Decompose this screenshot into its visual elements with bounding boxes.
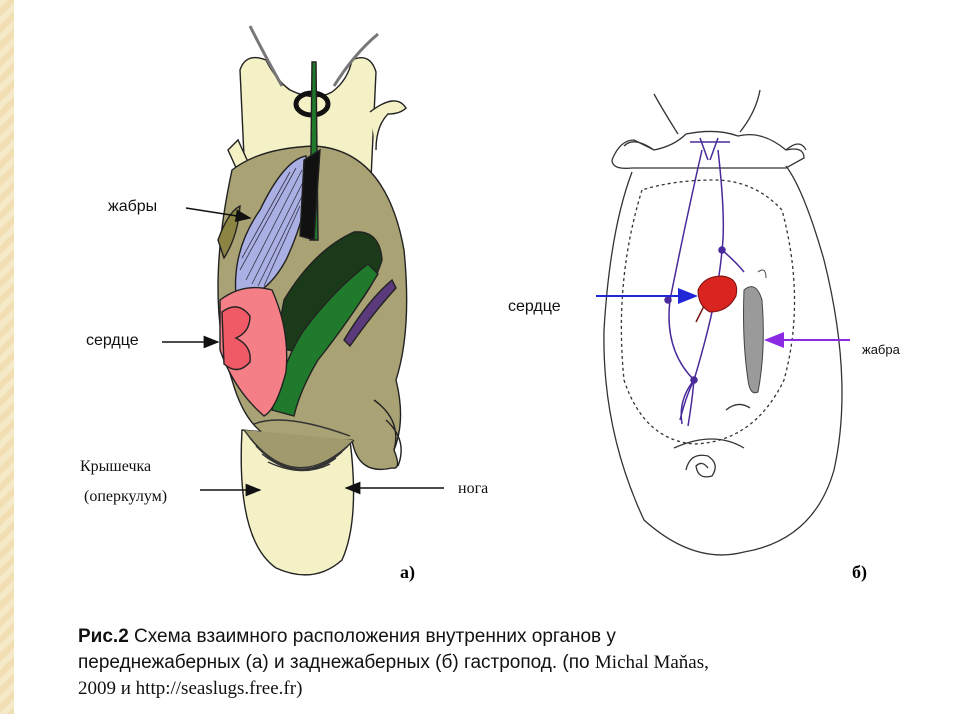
label-gills: жабры [108,198,157,216]
slug-figure-b [604,90,842,555]
caption-line1: Схема взаимного расположения внутренних … [129,626,616,647]
slug-head [612,131,804,168]
tentacle-curl [370,101,406,150]
slide: жабры сердце Крышечка (оперкулум) нога а… [14,0,963,714]
visceral-dashed [621,180,794,444]
label-foot: нога [458,474,488,504]
caption-line2: переднежаберных (а) и заднежаберных (б) … [78,652,595,673]
rhinophore-left [654,94,678,134]
shell-spiral [686,455,715,477]
rhinophore-right [740,90,760,132]
diagram-canvas [14,0,963,714]
label-heart-b: сердце [508,298,561,316]
label-operculum-1: Крышечка [80,452,151,482]
panel-label-a: а) [400,562,415,583]
label-heart-a: сердце [86,332,139,350]
caption-author: Michal Maňas, [595,652,709,673]
caption-fig-label: Рис.2 [78,626,129,647]
figure-caption: Рис.2 Схема взаимного расположения внутр… [78,624,948,702]
panel-label-b: б) [852,562,867,583]
snail-figure-a [218,26,407,575]
label-gill-b: жабра [862,342,900,357]
gill-b [744,287,764,393]
caption-line3: 2009 и http://seaslugs.free.fr) [78,678,302,699]
label-operculum-2: (оперкулум) [84,482,167,512]
